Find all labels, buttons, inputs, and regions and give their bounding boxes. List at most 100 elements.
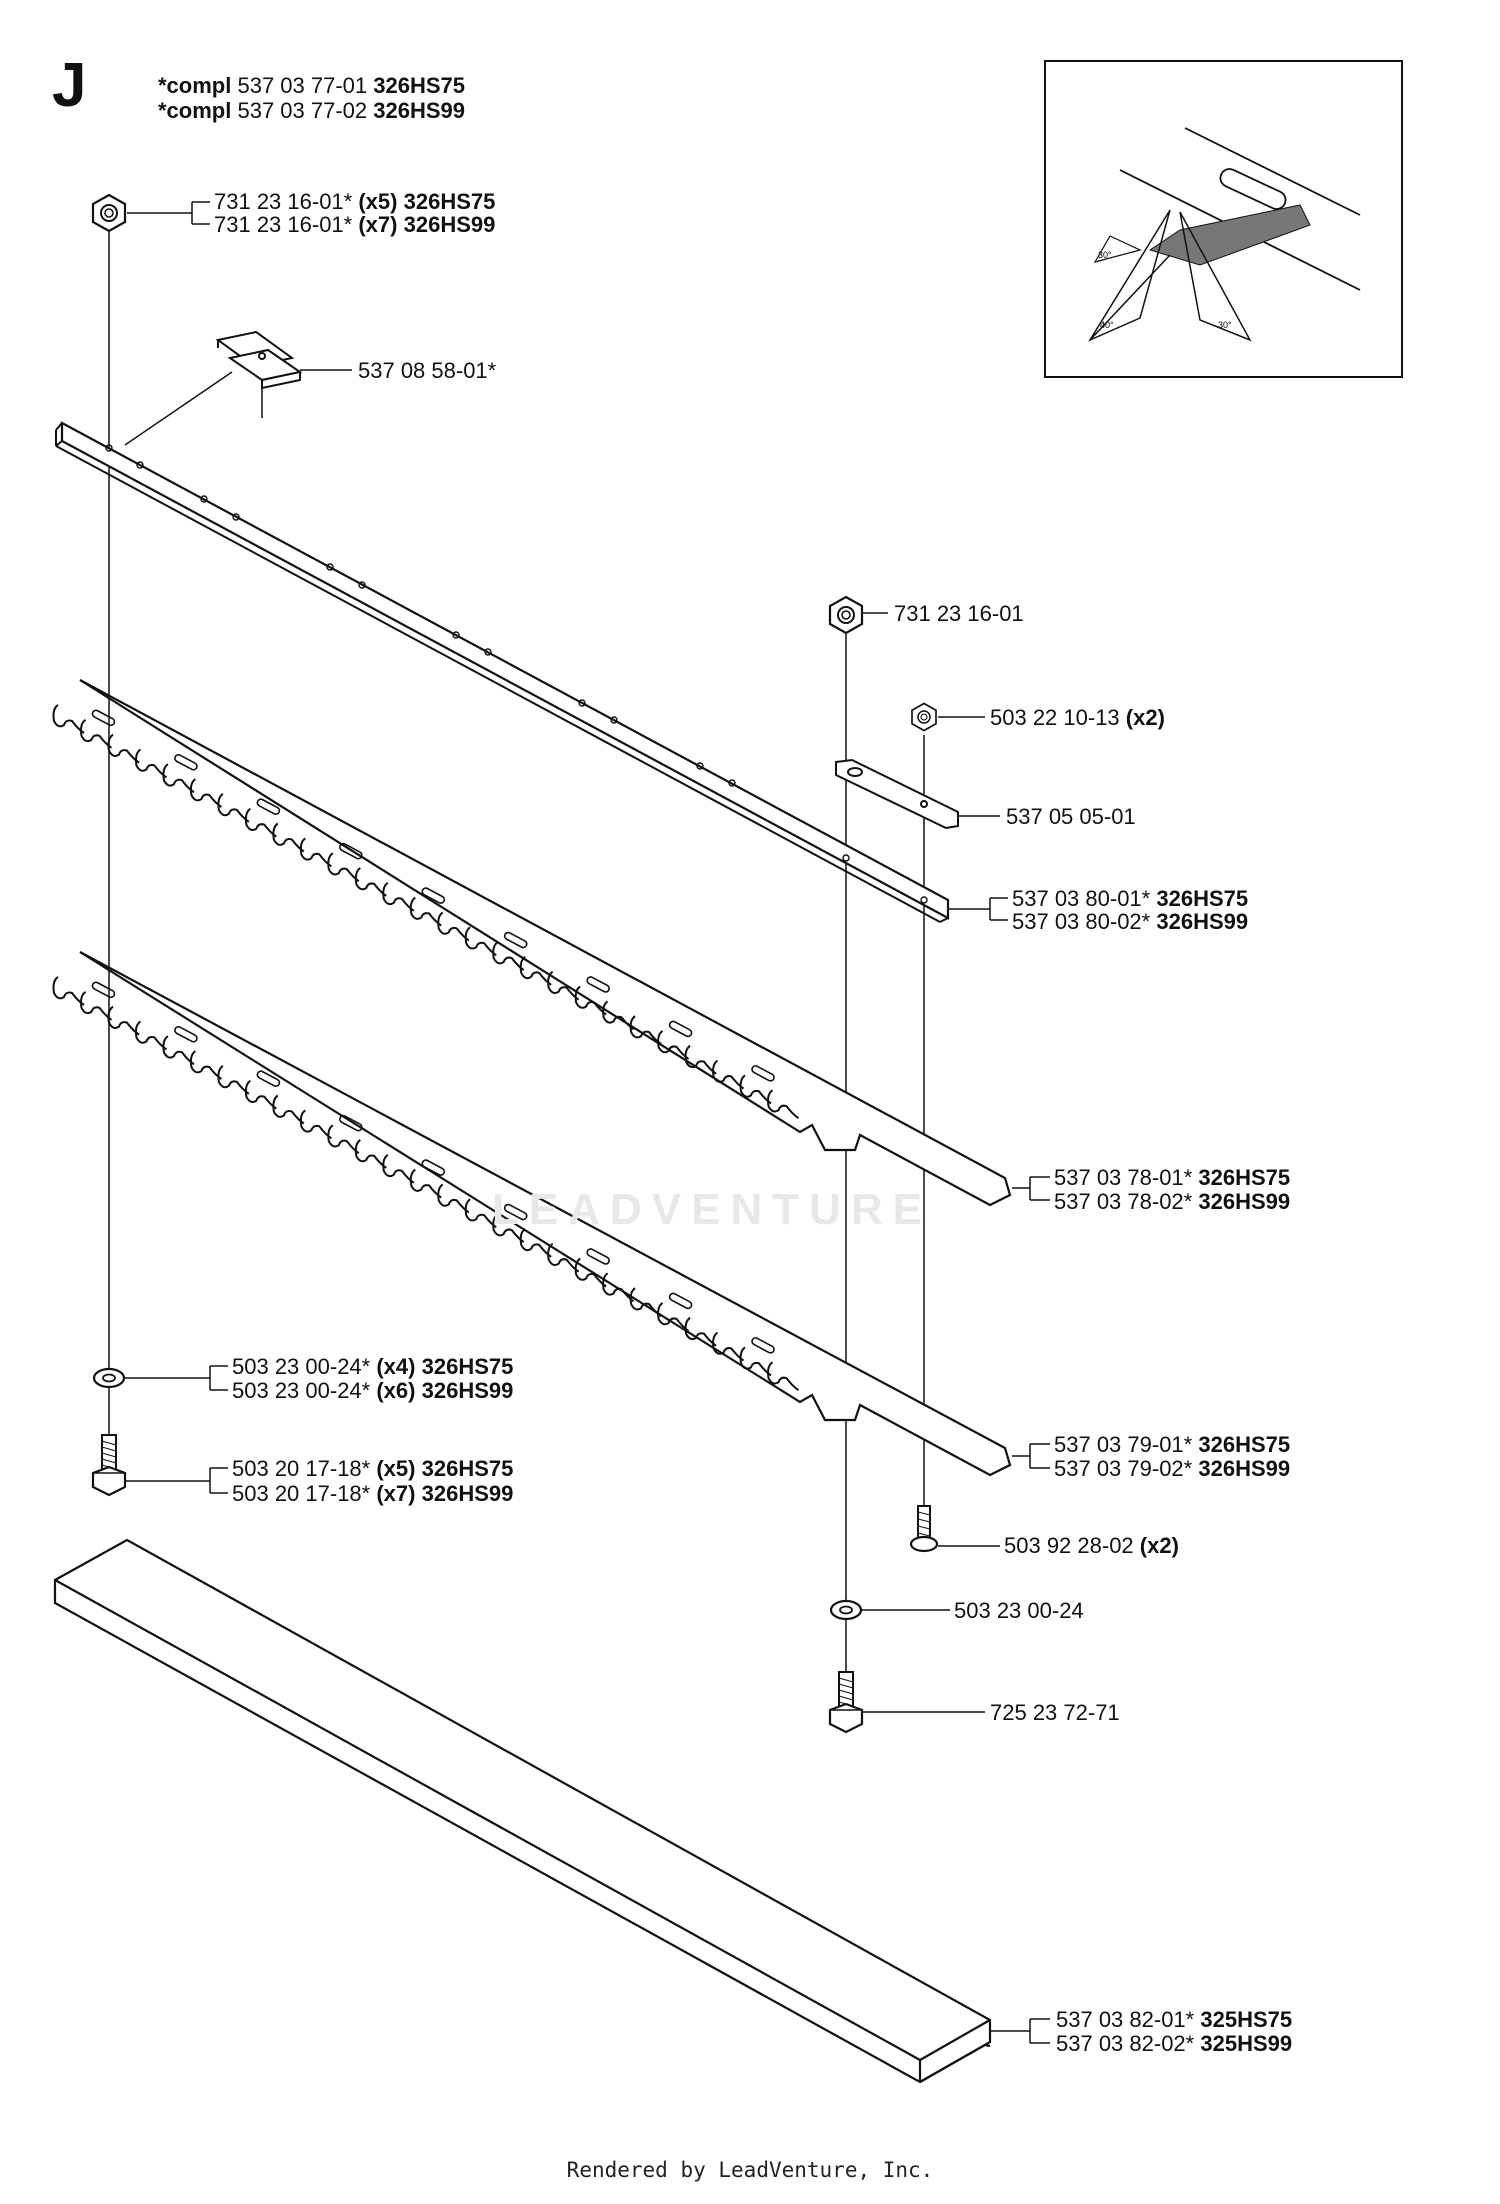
nut-icon	[828, 595, 864, 635]
blade-tooth	[52, 976, 85, 1006]
part-label[interactable]: 725 23 72-71	[990, 1700, 1120, 1725]
washer-icon	[829, 1599, 863, 1621]
blade-slot	[668, 1292, 693, 1310]
blade-slot	[256, 1070, 281, 1087]
blade-tooth	[299, 1109, 332, 1140]
blade-tooth	[464, 1198, 497, 1229]
inset-detail: 30° 40° 30°	[1044, 60, 1403, 378]
part-label[interactable]: 503 23 00-24	[954, 1598, 1084, 1623]
blade-tooth	[464, 926, 497, 957]
plate	[835, 758, 959, 830]
assembly-lines	[108, 232, 925, 1680]
blade-tooth	[739, 1346, 772, 1377]
blade-upper-slots	[91, 709, 775, 1082]
part-label[interactable]: 537 08 58-01*	[358, 358, 497, 383]
blade-tooth	[574, 1257, 607, 1288]
blade-slot	[339, 1114, 363, 1132]
part-label[interactable]: 537 03 80-01* 326HS75	[1012, 886, 1249, 911]
blade-tooth	[712, 1059, 745, 1090]
part-label[interactable]: 503 20 17-18* (x5) 326HS75	[232, 1456, 514, 1481]
blade-tooth	[217, 1065, 250, 1095]
blade-slot	[339, 842, 363, 860]
part-label[interactable]: 731 23 16-01* (x7) 326HS99	[214, 212, 496, 237]
part-label[interactable]: 503 23 00-24* (x6) 326HS99	[232, 1378, 514, 1403]
part-label[interactable]: 537 03 78-02* 326HS99	[1054, 1189, 1291, 1214]
blade-lower-slots	[91, 981, 775, 1354]
blade-tooth	[492, 941, 525, 971]
blade-tooth	[272, 822, 305, 853]
blade-slot	[421, 887, 446, 904]
blade-tooth	[189, 778, 222, 808]
blade-tooth	[107, 1005, 140, 1036]
header-line-2: *compl 537 03 77-02 326HS99	[158, 98, 466, 123]
blade-slot	[91, 709, 116, 727]
watermark: LEADVENTURE	[492, 1185, 933, 1234]
blade-tooth	[382, 1153, 415, 1184]
blade-slot	[503, 931, 528, 949]
blade-tooth	[767, 1361, 800, 1392]
part-label[interactable]: 537 03 79-02* 326HS99	[1054, 1456, 1291, 1481]
blade-clip	[215, 330, 303, 390]
part-label[interactable]: 537 03 80-02* 326HS99	[1012, 909, 1249, 934]
header-line-1: *compl 537 03 77-01 326HS75	[158, 73, 466, 98]
blade-slot	[174, 1025, 198, 1043]
inset-angle-a: 30°	[1098, 250, 1112, 260]
blade-tooth	[162, 763, 195, 794]
blade-upper-teeth	[52, 704, 800, 1120]
blade-upper	[79, 679, 1012, 1207]
blade-tooth	[134, 748, 168, 779]
part-label[interactable]: 537 05 05-01	[1006, 804, 1136, 829]
blade-slot	[751, 1337, 775, 1354]
nut-icon	[91, 193, 127, 233]
part-label[interactable]: 503 22 10-13 (x2)	[990, 705, 1165, 730]
blade-tooth	[189, 1050, 222, 1080]
blade-tooth	[52, 704, 85, 734]
part-label[interactable]: 537 03 82-01* 325HS75	[1056, 2007, 1293, 2032]
blade-tooth	[629, 1287, 662, 1317]
blade-tooth	[657, 1030, 690, 1060]
blade-tooth	[382, 881, 415, 912]
footer-credit: Rendered by LeadVenture, Inc.	[566, 2158, 934, 2182]
screw-icon	[909, 1504, 939, 1553]
blade-tooth	[409, 896, 442, 927]
blade-tooth	[547, 970, 580, 1001]
part-label[interactable]: 731 23 16-01* (x5) 326HS75	[214, 189, 496, 214]
part-label[interactable]: 503 20 17-18* (x7) 326HS99	[232, 1481, 514, 1506]
bolt-icon	[828, 1670, 864, 1734]
part-label[interactable]: 503 92 28-02 (x2)	[1004, 1533, 1179, 1558]
blade-slot	[91, 981, 116, 999]
blade-slot	[421, 1159, 446, 1176]
blade-bar	[55, 421, 950, 923]
blade-slot	[503, 1203, 528, 1221]
blade-tooth	[272, 1094, 305, 1125]
blade-tooth	[107, 733, 140, 764]
blade-tooth	[574, 985, 607, 1016]
blade-slot	[586, 1248, 610, 1265]
part-label[interactable]: 731 23 16-01	[894, 601, 1024, 626]
blade-slot	[256, 798, 281, 815]
blade-tooth	[327, 1124, 360, 1154]
blade-tooth	[767, 1089, 800, 1120]
blade-slot	[174, 753, 198, 771]
blade-slot	[586, 976, 610, 993]
part-label[interactable]: 537 03 79-01* 326HS75	[1054, 1432, 1291, 1457]
blade-tooth	[739, 1074, 772, 1105]
part-label[interactable]: 537 03 78-01* 326HS75	[1054, 1165, 1291, 1190]
part-label[interactable]: 537 03 82-02* 325HS99	[1056, 2031, 1293, 2056]
blade-lower-teeth	[52, 976, 800, 1392]
blade-tooth	[79, 990, 113, 1021]
blade-tooth	[602, 1000, 635, 1031]
blade-tooth	[244, 1079, 277, 1110]
blade-tooth	[162, 1035, 195, 1066]
blade-lower	[79, 951, 1012, 1477]
blade-tooth	[492, 1213, 525, 1243]
part-label[interactable]: 503 23 00-24* (x4) 326HS75	[232, 1354, 514, 1379]
washer-icon	[92, 1367, 126, 1389]
blade-tooth	[519, 1228, 552, 1258]
blade-tooth	[657, 1302, 690, 1332]
blade-tooth	[547, 1242, 580, 1273]
blade-tooth	[437, 1183, 470, 1214]
blade-tooth	[602, 1272, 635, 1303]
blade-tooth	[437, 911, 470, 942]
